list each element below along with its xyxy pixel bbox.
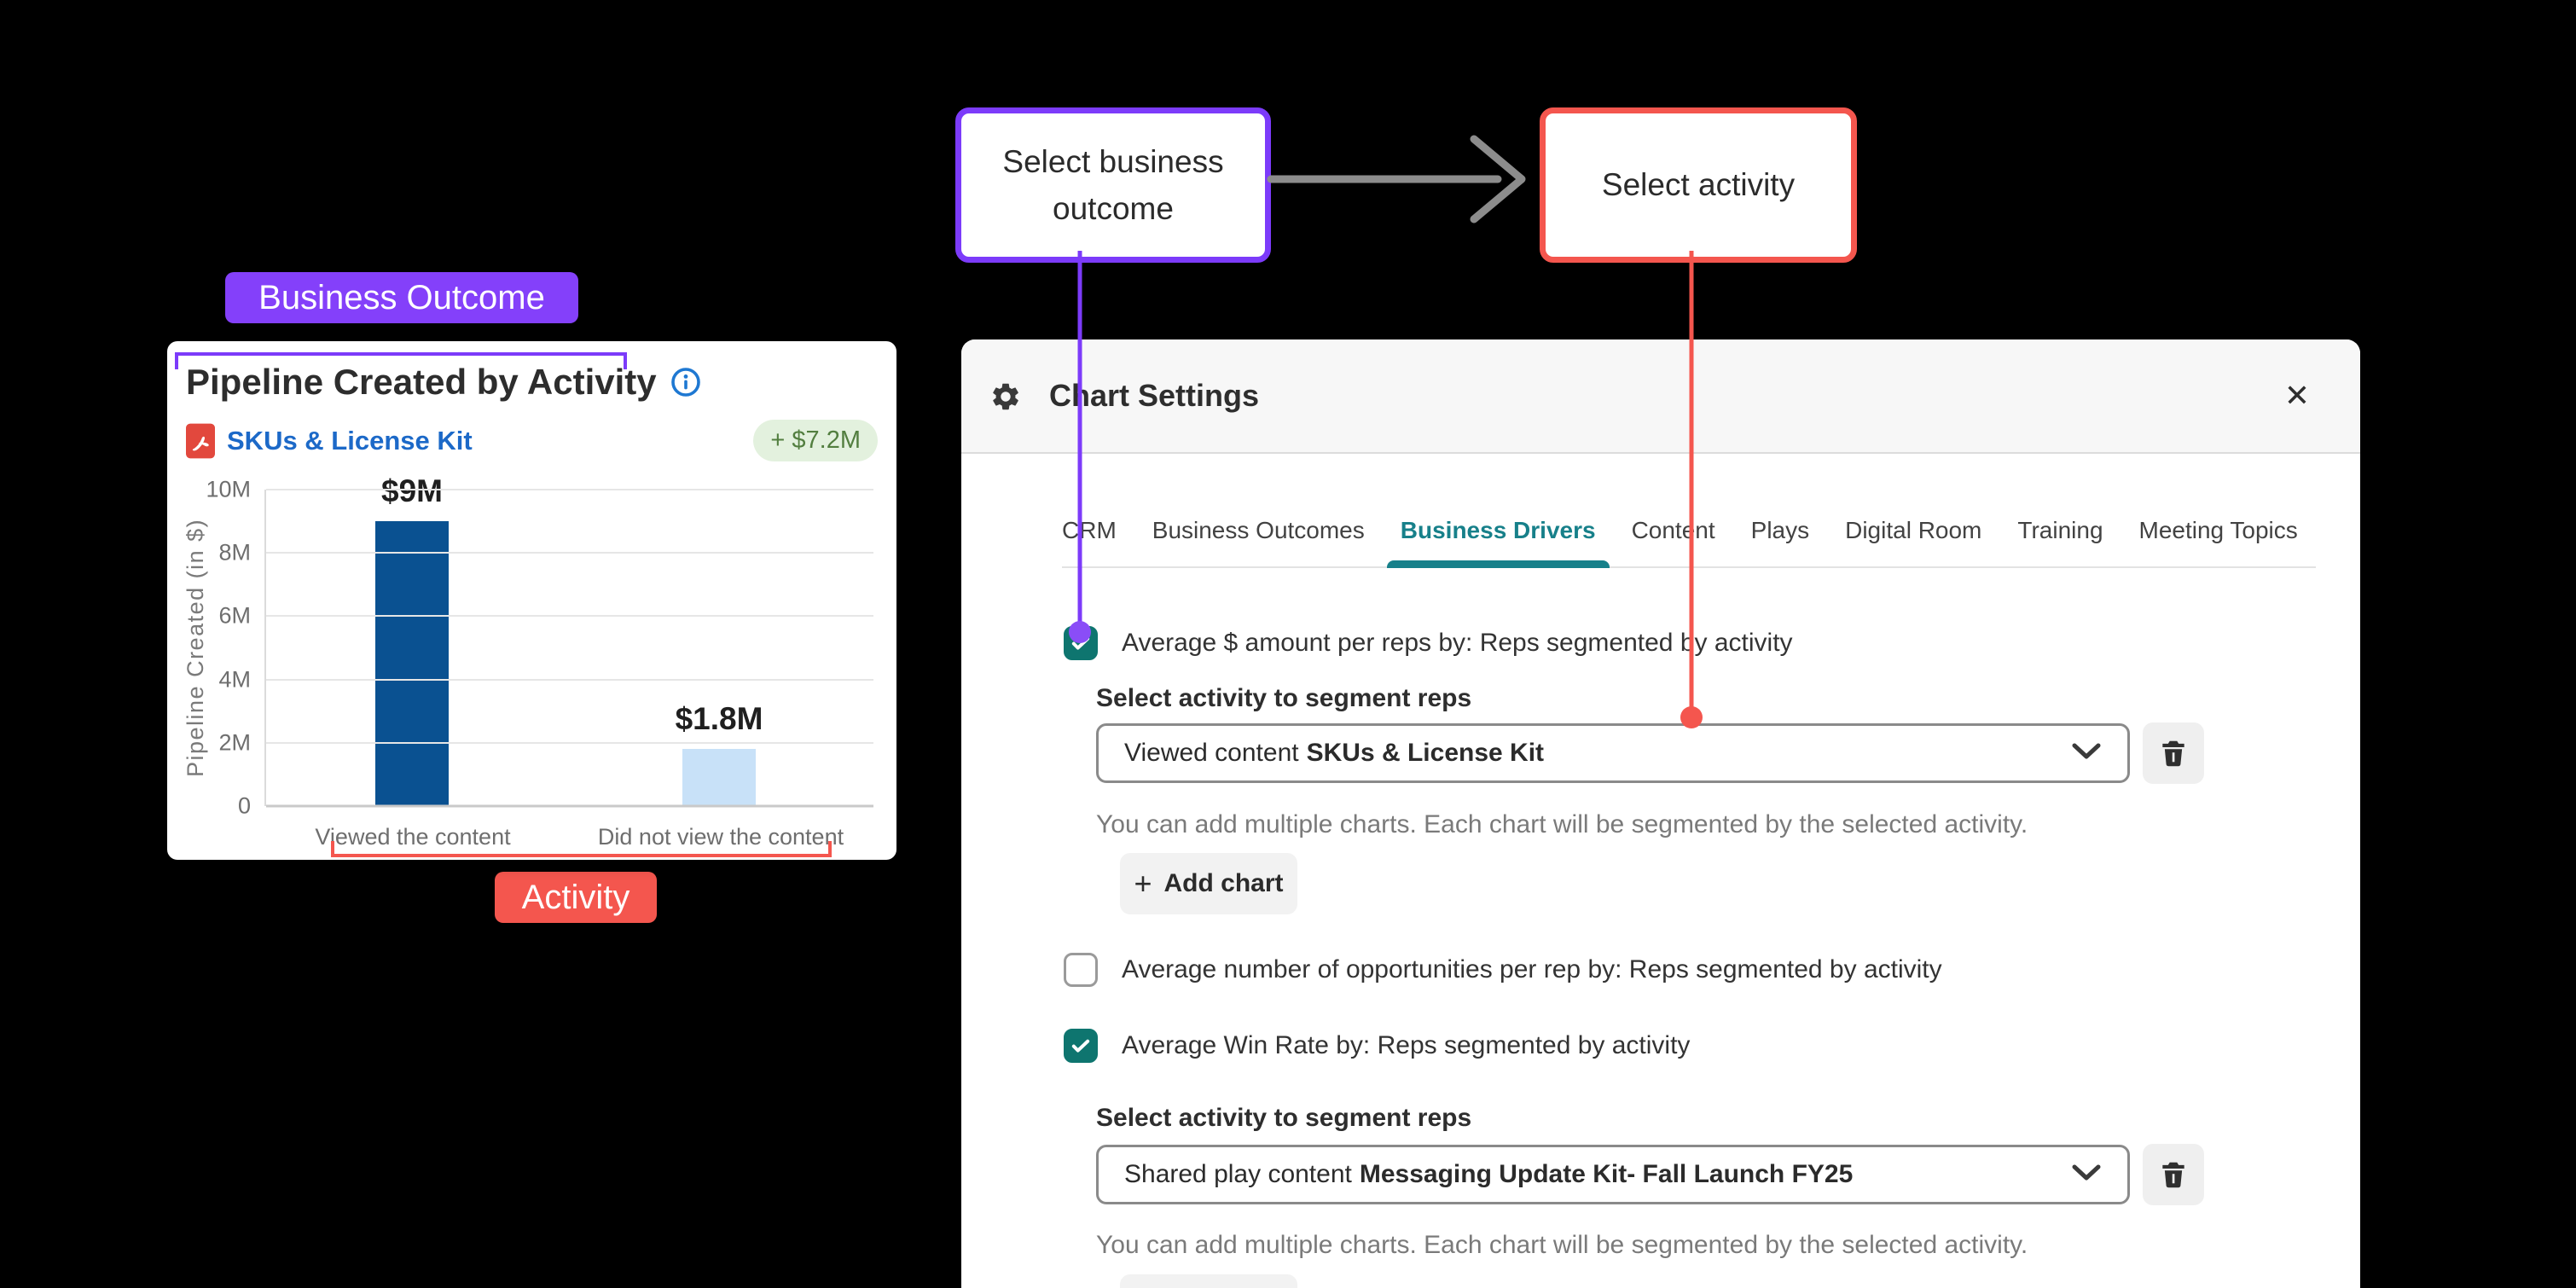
- chevron-down-icon: [2071, 742, 2102, 765]
- gridline: [266, 489, 873, 490]
- info-icon[interactable]: [670, 367, 701, 397]
- y-tick-label: 4M: [218, 666, 251, 693]
- checkbox-avg-amount[interactable]: [1064, 626, 1098, 660]
- activity-tag: Activity: [495, 872, 657, 923]
- tab-plays[interactable]: Plays: [1750, 517, 1810, 543]
- y-tick-label: 2M: [218, 729, 251, 756]
- add-chart-button-1[interactable]: + Add chart: [1120, 853, 1297, 914]
- option-label: Average number of opportunities per rep …: [1122, 955, 1942, 983]
- modal-title: Chart Settings: [1049, 378, 1260, 413]
- callout-select-activity: Select activity: [1540, 107, 1857, 263]
- add-chart-button-2[interactable]: + Add chart: [1120, 1274, 1297, 1288]
- tab-content[interactable]: Content: [1631, 517, 1715, 543]
- y-tick-label: 0: [237, 792, 251, 819]
- bar-not-viewed: [682, 749, 756, 806]
- plus-icon: +: [1134, 866, 1152, 901]
- checkbox-avg-opportunities[interactable]: [1064, 953, 1098, 987]
- plot-area: $9M $1.8M Viewed the content Did not vie…: [206, 473, 873, 850]
- gridline: [266, 615, 873, 618]
- callout-select-activity-label: Select activity: [1601, 167, 1796, 203]
- chart-card-title: Pipeline Created by Activity: [186, 362, 701, 403]
- callout-select-business-outcome: Select business outcome: [955, 107, 1271, 263]
- dropdown-1-bold: SKUs & License Kit: [1306, 739, 1545, 767]
- option-row-avg-opportunities: Average number of opportunities per rep …: [1064, 953, 1942, 987]
- helper-text-1: You can add multiple charts. Each chart …: [1096, 810, 2028, 838]
- gridline: [266, 804, 873, 808]
- tab-meeting-topics[interactable]: Meeting Topics: [2138, 517, 2298, 543]
- tab-business-drivers[interactable]: Business Drivers: [1386, 495, 1610, 568]
- helper-text-2: You can add multiple charts. Each chart …: [1096, 1231, 2028, 1259]
- flow-arrow-head: [1470, 135, 1526, 223]
- tab-business-outcomes[interactable]: Business Outcomes: [1152, 517, 1365, 543]
- chart-legend-row: SKUs & License Kit + $7.2M: [186, 420, 878, 461]
- add-chart-label: Add chart: [1163, 869, 1284, 897]
- delete-chart-button-2[interactable]: [2143, 1144, 2204, 1205]
- bar-value-not-viewed: $1.8M: [675, 701, 763, 737]
- bar-group-not-viewed: $1.8M: [676, 490, 763, 806]
- y-tick-label: 6M: [218, 602, 251, 629]
- delta-badge: + $7.2M: [753, 420, 878, 461]
- chart-card: Pipeline Created by Activity SKUs & Lice…: [167, 341, 896, 860]
- close-icon[interactable]: ✕: [2283, 378, 2311, 413]
- business-outcome-tag: Business Outcome: [225, 272, 578, 323]
- dropdown-2-bold: Messaging Update Kit- Fall Launch FY25: [1359, 1160, 1854, 1188]
- dropdown-1-prefix: Viewed content: [1124, 739, 1299, 767]
- option-label: Average $ amount per reps by: Reps segme…: [1122, 629, 1793, 657]
- legend-content-link[interactable]: SKUs & License Kit: [227, 425, 473, 455]
- tab-training[interactable]: Training: [2017, 517, 2103, 543]
- y-tick-label: 8M: [218, 539, 251, 566]
- tab-crm[interactable]: CRM: [1062, 517, 1117, 543]
- option-row-avg-amount: Average $ amount per reps by: Reps segme…: [1064, 626, 1793, 660]
- select-activity-label-2: Select activity to segment reps: [1096, 1104, 1472, 1132]
- option-row-avg-win-rate: Average Win Rate by: Reps segmented by a…: [1064, 1029, 1690, 1063]
- y-axis-title: Pipeline Created (in $): [183, 518, 208, 778]
- gridline: [266, 552, 873, 554]
- tab-digital-room[interactable]: Digital Room: [1845, 517, 1982, 543]
- x-label-viewed: Viewed the content: [315, 824, 511, 850]
- dropdown-2-prefix: Shared play content: [1124, 1160, 1352, 1188]
- bar-group-viewed: $9M: [375, 473, 449, 806]
- delete-chart-button-1[interactable]: [2143, 722, 2204, 784]
- chart-settings-modal: Chart Settings ✕ CRM Business Outcomes B…: [961, 339, 2360, 1288]
- y-tick-label: 10M: [206, 476, 251, 502]
- gridline: [266, 678, 873, 681]
- gridline: [266, 741, 873, 744]
- chart-title-text: Pipeline Created by Activity: [186, 362, 657, 402]
- modal-header: [961, 339, 2360, 454]
- select-activity-label-1: Select activity to segment reps: [1096, 684, 1472, 712]
- chevron-down-icon: [2071, 1163, 2102, 1186]
- option-label: Average Win Rate by: Reps segmented by a…: [1122, 1031, 1691, 1059]
- tabs-row: CRM Business Outcomes Business Drivers C…: [1062, 495, 2316, 568]
- bar-viewed: [375, 521, 449, 806]
- pdf-icon: [186, 423, 215, 459]
- gear-icon: [989, 380, 1022, 413]
- bar-value-viewed: $9M: [381, 473, 443, 509]
- callout-select-business-outcome-label: Select business outcome: [1002, 143, 1224, 227]
- x-label-not-viewed: Did not view the content: [597, 824, 844, 850]
- checkbox-avg-win-rate[interactable]: [1064, 1029, 1098, 1063]
